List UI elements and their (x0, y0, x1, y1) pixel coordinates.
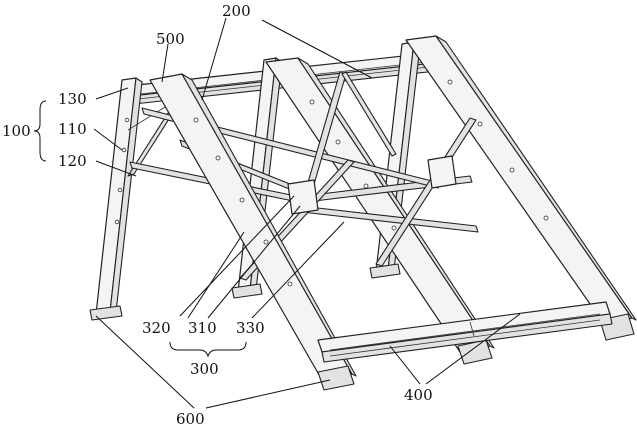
label-110: 110 (58, 120, 87, 138)
label-310: 310 (188, 319, 217, 337)
label-120: 120 (58, 152, 87, 170)
reference-labels: 200 500 130 100 110 120 320 310 330 300 … (2, 2, 433, 428)
label-200: 200 (222, 2, 251, 20)
front-beam-right (405, 35, 637, 341)
leader-lines (33, 17, 521, 409)
label-130: 130 (58, 90, 87, 108)
bottom-rail-400 (317, 301, 613, 363)
label-600: 600 (176, 410, 205, 428)
label-320: 320 (142, 319, 171, 337)
front-beam-middle (265, 57, 495, 365)
label-500: 500 (156, 30, 185, 48)
front-beam-left-500 (149, 73, 357, 391)
label-400: 400 (404, 386, 433, 404)
label-100: 100 (2, 122, 31, 140)
left-leg-110 (89, 77, 143, 321)
label-300: 300 (190, 360, 219, 378)
label-330: 330 (236, 319, 265, 337)
